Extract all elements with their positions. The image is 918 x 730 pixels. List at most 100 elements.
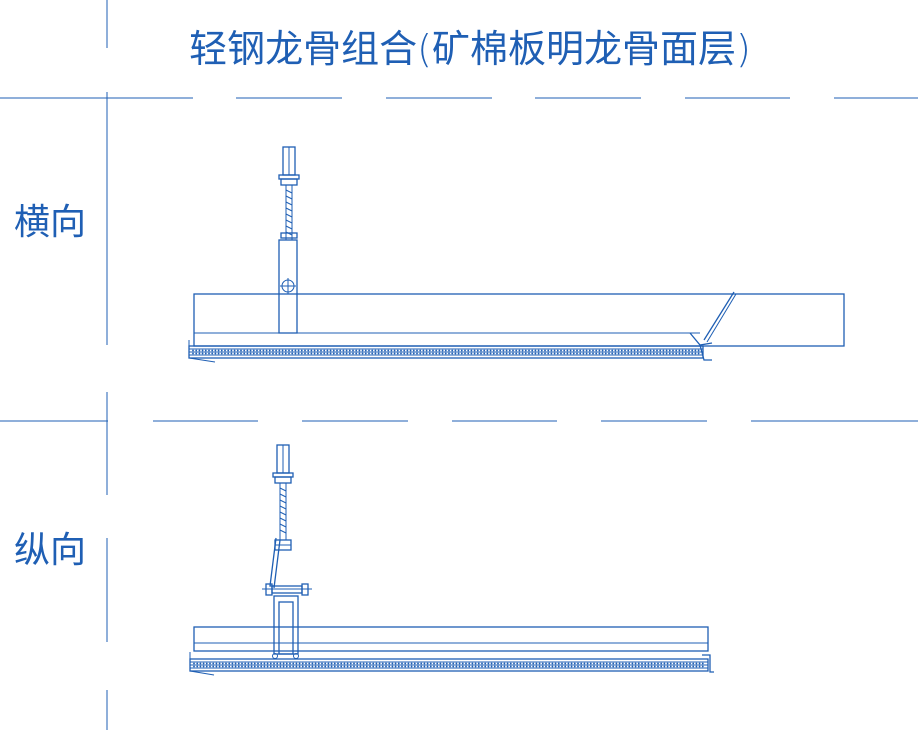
perforation-dot — [576, 352, 578, 355]
perforation-dot — [202, 665, 205, 668]
perforation-dot — [688, 349, 690, 352]
perforation-dot — [436, 665, 439, 668]
perforation-dot — [218, 662, 221, 665]
perforation-dot — [429, 662, 432, 665]
perforation-dot — [636, 349, 639, 352]
perforation-dot — [445, 662, 448, 665]
perforation-dot — [521, 349, 524, 352]
perforation-dot — [470, 349, 473, 352]
perforation-dot — [468, 662, 471, 665]
perforation-dot — [689, 665, 691, 668]
perforation-dot — [233, 352, 236, 355]
perforation-dot — [557, 665, 560, 668]
perforation-dot — [676, 662, 679, 665]
perforation-dot — [256, 352, 258, 355]
perforation-dot — [374, 349, 377, 352]
perforation-dot — [348, 352, 351, 355]
perforation-dot — [569, 349, 572, 352]
perforation-dot — [662, 349, 665, 352]
perforation-dot — [436, 662, 439, 665]
perforation-dot — [540, 352, 543, 355]
perforation-dot — [509, 665, 512, 668]
perforation-dot — [620, 352, 623, 355]
perforation-dot — [308, 662, 311, 665]
perforation-dot — [228, 665, 231, 668]
perforation-dot — [660, 662, 663, 665]
perforation-dot — [205, 665, 208, 668]
perforation-dot — [257, 662, 259, 665]
perforation-dot — [340, 662, 343, 665]
anchor-bolt — [278, 146, 300, 186]
perforation-dot — [214, 352, 217, 355]
perforation-dot — [324, 665, 327, 668]
perforation-dot — [701, 665, 704, 668]
perforation-dot — [576, 349, 578, 352]
perforation-dot — [342, 349, 345, 352]
perforation-dot — [196, 665, 199, 668]
perforation-dot — [644, 665, 647, 668]
perforation-dot — [262, 349, 265, 352]
perforation-dot — [404, 662, 407, 665]
perforation-dot — [532, 665, 535, 668]
perforation-dot — [291, 352, 294, 355]
perforation-dot — [336, 352, 338, 355]
perforation-dot — [209, 665, 211, 668]
perforation-dot — [556, 349, 559, 352]
perforation-dot — [313, 352, 316, 355]
perforation-dot — [215, 665, 218, 668]
perforation-dot — [377, 352, 380, 355]
perforation-dot — [263, 665, 266, 668]
perforation-dot — [432, 352, 434, 355]
perforation-dot — [614, 352, 617, 355]
perforation-dot — [650, 662, 653, 665]
main-keel — [193, 293, 845, 347]
perforation-dot — [596, 665, 599, 668]
perforation-dot — [337, 662, 339, 665]
perforation-dot — [692, 662, 695, 665]
perforation-dot — [649, 349, 652, 352]
perforation-dot — [384, 349, 386, 352]
perforation-dot — [275, 352, 278, 355]
perforation-dot — [474, 662, 477, 665]
perforation-dot — [409, 352, 412, 355]
perforation-dot — [224, 352, 226, 355]
perforation-dot — [205, 662, 208, 665]
perforation-dot — [608, 352, 610, 355]
perforation-dot — [643, 352, 646, 355]
perforation-dot — [426, 665, 429, 668]
perforation-dot — [215, 662, 218, 665]
perforation-dot — [439, 662, 442, 665]
perforation-dot — [698, 662, 701, 665]
perforation-dot — [202, 662, 205, 665]
perforation-dot — [388, 662, 391, 665]
perforation-dot — [307, 349, 310, 352]
perforation-dot — [433, 662, 435, 665]
perforation-dot — [615, 665, 618, 668]
perforation-dot — [473, 352, 476, 355]
perforation-dot — [412, 349, 415, 352]
perforation-dot — [266, 662, 269, 665]
connector — [262, 583, 312, 659]
perforation-dot — [515, 349, 518, 352]
perforation-dot — [457, 349, 460, 352]
perforation-dot — [417, 665, 419, 668]
perforation-dot — [199, 662, 202, 665]
perforation-dot — [390, 352, 393, 355]
perforation-dot — [598, 349, 601, 352]
perforation-dot — [369, 665, 371, 668]
perforation-dot — [353, 662, 355, 665]
perforation-dot — [246, 349, 249, 352]
perforation-dot — [448, 349, 450, 352]
perforation-dot — [243, 349, 246, 352]
perforation-dot — [516, 665, 519, 668]
perforation-dot — [361, 352, 364, 355]
perforation-dot — [464, 349, 466, 352]
perforation-dot — [548, 662, 551, 665]
perforation-dot — [537, 349, 540, 352]
perforation-dot — [534, 352, 537, 355]
perforation-dot — [615, 662, 618, 665]
perforation-dot — [346, 662, 349, 665]
perforation-dot — [278, 352, 281, 355]
perforation-dot — [550, 349, 553, 352]
perforation-dot — [305, 662, 307, 665]
